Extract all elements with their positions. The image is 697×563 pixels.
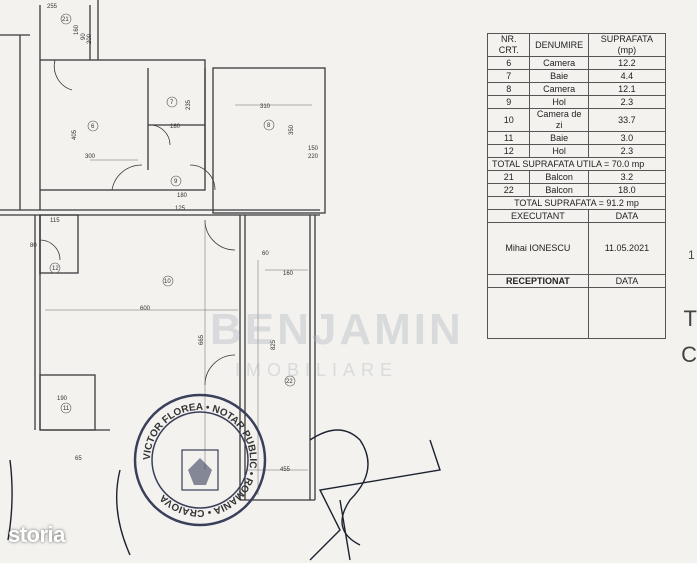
table-cell: 3.0 xyxy=(587,131,667,145)
table-cell: 22 xyxy=(486,183,531,197)
table-cell: Baie xyxy=(529,69,589,83)
data-label: DATA xyxy=(587,209,667,223)
room-number: 9 xyxy=(174,179,178,185)
table-cell: 12.2 xyxy=(587,56,667,70)
dim-label: 90 xyxy=(81,33,87,40)
dim-label: 65 xyxy=(75,456,82,462)
dim-label: 600 xyxy=(140,306,151,312)
storia-logo: storia xyxy=(8,522,65,547)
dim-label: 665 xyxy=(199,334,205,345)
receptionat-label: RECEPTIONAT xyxy=(487,274,589,288)
dim-label: 350 xyxy=(289,124,295,135)
table-cell: 2.3 xyxy=(587,95,667,109)
total-util-row: TOTAL SUPRAFATA UTILA = 70.0 mp xyxy=(487,157,666,171)
table-cell: 2.3 xyxy=(587,144,667,158)
dim-label: 150 xyxy=(308,146,319,152)
room-number: 12 xyxy=(52,266,59,272)
watermark-sub: IMOBILIARE xyxy=(235,360,399,380)
side-letter-c: C xyxy=(681,342,697,367)
receptionat-header-row: RECEPTIONAT DATA xyxy=(487,274,667,288)
dim-label: 160 xyxy=(74,24,80,35)
dim-label: 80 xyxy=(30,243,37,249)
receptionat-date-empty xyxy=(587,287,667,339)
signature xyxy=(7,429,441,561)
table-cell: 33.7 xyxy=(587,108,667,132)
side-letter-t: T xyxy=(683,306,697,331)
dim-label: 220 xyxy=(308,154,319,160)
receptionat-empty xyxy=(487,287,589,339)
table-cell: 12.1 xyxy=(587,82,667,96)
table-cell: 12 xyxy=(486,144,531,158)
executant-label: EXECUTANT xyxy=(487,209,589,223)
executant-header-row: EXECUTANT DATA xyxy=(487,209,667,223)
table-cell: Hol xyxy=(529,144,589,158)
dim-label: 235 xyxy=(186,99,192,110)
dim-label: 160 xyxy=(283,271,294,277)
table-cell: Camera xyxy=(529,82,589,96)
executant-date: 11.05.2021 xyxy=(587,222,667,275)
dim-label: 180 xyxy=(170,124,181,130)
total-util: TOTAL SUPRAFATA UTILA = 70.0 mp xyxy=(487,157,666,171)
table-cell: Baie xyxy=(529,131,589,145)
room-number: 8 xyxy=(267,123,271,129)
table-header-row: NR. CRT. DENUMIRE SUPRAFATA (mp) xyxy=(486,33,667,57)
table-cell: Camera xyxy=(529,56,589,70)
dim-label: 455 xyxy=(280,467,291,473)
dim-label: 60 xyxy=(262,251,269,257)
table-cell: Balcon xyxy=(529,183,589,197)
dim-label: 310 xyxy=(260,104,271,110)
room-number: 10 xyxy=(164,279,171,285)
table-cell: 8 xyxy=(486,82,531,96)
executant-row: Mihai IONESCU 11.05.2021 xyxy=(487,222,667,275)
side-number: 1 xyxy=(688,248,695,262)
room-number: 6 xyxy=(91,124,95,130)
dim-label: 300 xyxy=(85,154,96,160)
table-cell: 9 xyxy=(486,95,531,109)
table-header: SUPRAFATA (mp) xyxy=(587,33,667,57)
dim-label: 255 xyxy=(47,4,58,10)
receptionat-data-label: DATA xyxy=(587,274,667,288)
dim-label: 190 xyxy=(57,396,68,402)
table-header: DENUMIRE xyxy=(529,33,589,57)
table-cell: 6 xyxy=(486,56,531,70)
total-row: TOTAL SUPRAFATA = 91.2 mp xyxy=(487,196,666,210)
table-cell: Camera de zi xyxy=(529,108,589,132)
executant-name: Mihai IONESCU xyxy=(487,222,589,275)
dim-label: 115 xyxy=(50,218,60,224)
room-number: 21 xyxy=(62,17,69,23)
table-cell: 18.0 xyxy=(587,183,667,197)
room-number: 22 xyxy=(286,379,293,385)
dim-label: 825 xyxy=(271,339,277,350)
table-cell: 4.4 xyxy=(587,69,667,83)
dim-label: 125 xyxy=(175,206,186,212)
table-cell: 21 xyxy=(486,170,531,184)
table-header: NR. CRT. xyxy=(486,33,531,57)
room-number: 7 xyxy=(170,100,174,106)
table-cell: 3.2 xyxy=(587,170,667,184)
total: TOTAL SUPRAFATA = 91.2 mp xyxy=(487,196,666,210)
receptionat-row xyxy=(487,287,667,339)
watermark-main: BENJAMIN xyxy=(210,305,464,354)
dim-label: 200 xyxy=(87,33,93,44)
table-cell: 10 xyxy=(486,108,531,132)
dim-label: 405 xyxy=(72,129,78,140)
table-cell: 7 xyxy=(486,69,531,83)
table-cell: 11 xyxy=(486,131,531,145)
table-cell: Hol xyxy=(529,95,589,109)
table-cell: Balcon xyxy=(529,170,589,184)
dim-label: 180 xyxy=(177,193,188,199)
room-number: 11 xyxy=(63,406,70,412)
